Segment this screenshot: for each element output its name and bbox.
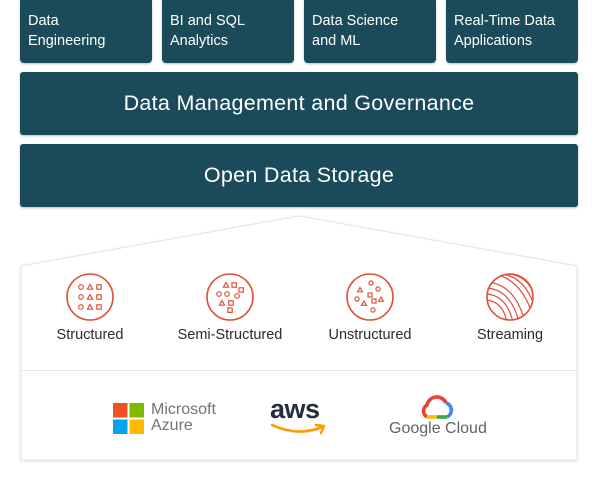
google-cloud-logo-icon (421, 395, 454, 419)
microsoft-logo-icon (113, 403, 144, 434)
governance-layer: Data Management and Governance (20, 72, 578, 135)
storage-layer-label: Open Data Storage (203, 163, 395, 187)
data-type-semi-structured: Semi-Structured (160, 272, 300, 343)
use-case-label: Data Science (312, 13, 399, 29)
streaming-icon (486, 273, 534, 321)
aws-logo-text: aws (270, 394, 320, 424)
data-type-unstructured: Unstructured (300, 272, 440, 343)
use-case-label: Data (28, 13, 59, 29)
azure-logo-line2: Azure (151, 417, 193, 434)
use-case-label: Real-Time Data (454, 13, 555, 29)
azure-logo-line1: Microsoft (151, 401, 216, 418)
data-type-streaming: Streaming (440, 272, 580, 343)
storage-layer: Open Data Storage (20, 144, 578, 207)
data-type-structured: Structured (20, 272, 160, 343)
microsoft-azure-logo: Microsoft Azure (151, 402, 216, 434)
use-case-label: Applications (454, 33, 533, 49)
use-case-data-science-ml: Data Science and ML (304, 0, 436, 63)
governance-layer-label: Data Management and Governance (123, 91, 475, 115)
use-case-data-engineering: Data Engineering (20, 0, 152, 63)
foundation-divider (21, 370, 577, 371)
use-case-real-time-data: Real-Time Data Applications (446, 0, 578, 63)
data-type-label: Structured (56, 327, 124, 343)
use-case-label: and ML (312, 33, 361, 49)
data-type-label: Unstructured (328, 327, 412, 343)
structured-icon (66, 273, 114, 321)
data-type-label: Semi-Structured (177, 327, 283, 343)
aws-smile-icon (270, 423, 326, 435)
use-case-label: BI and SQL (170, 13, 245, 29)
google-cloud-logo-text: Google Cloud (389, 420, 487, 437)
use-case-label: Engineering (28, 33, 106, 49)
semi-structured-icon (206, 273, 254, 321)
unstructured-icon (346, 273, 394, 321)
use-case-label: Analytics (170, 33, 229, 49)
use-case-bi-sql-analytics: BI and SQL Analytics (162, 0, 294, 63)
data-type-label: Streaming (476, 327, 544, 343)
